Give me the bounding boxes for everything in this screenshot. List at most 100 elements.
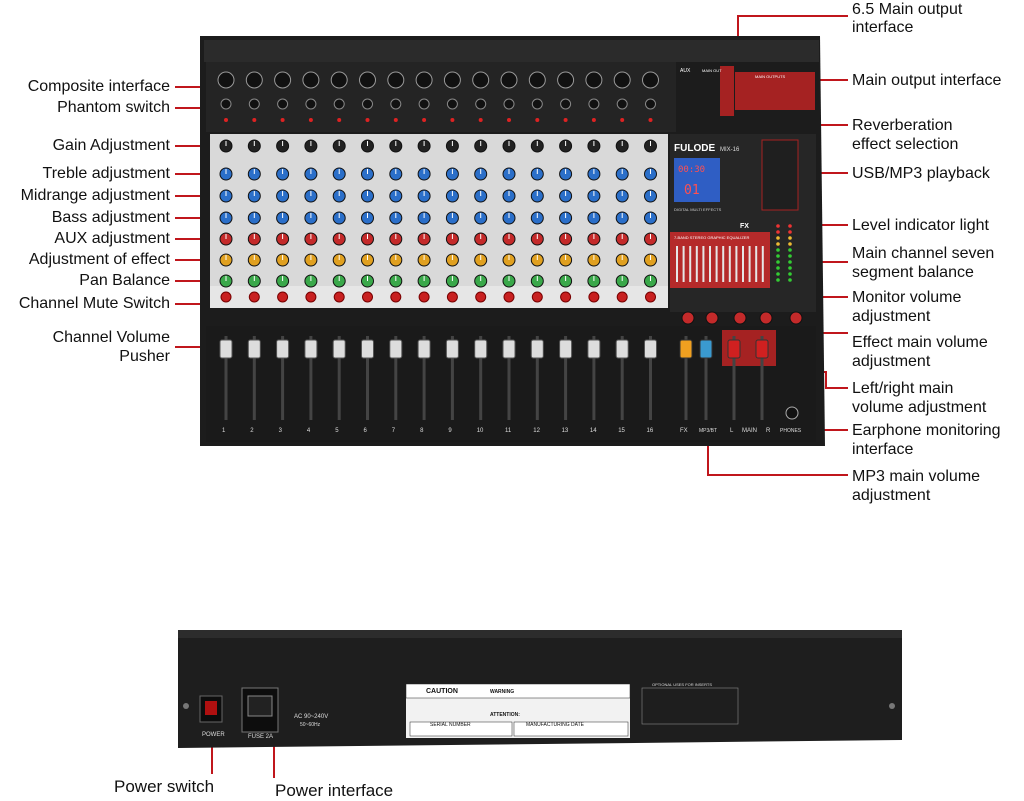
channel-number: 12: [533, 428, 540, 434]
mfg-date-label: MANUFACTURING DATE: [526, 722, 585, 728]
main-outputs-label: MAIN OUTPUTS: [755, 74, 786, 79]
label-composite-interface: Composite interface: [27, 78, 170, 95]
label-pan-balance: Pan Balance: [79, 272, 170, 289]
mute-button: [616, 291, 628, 303]
combo-jack: [415, 71, 433, 89]
channel-number: 14: [590, 428, 597, 434]
master-fader: [755, 339, 769, 359]
channel-number: 13: [562, 428, 569, 434]
level-led: [776, 230, 780, 234]
channel-fader: [219, 339, 233, 359]
channel-number: 10: [477, 428, 484, 434]
level-led: [788, 266, 792, 270]
eq-slider: [695, 246, 698, 282]
fader-r-label: R: [766, 428, 771, 434]
mute-button: [503, 291, 515, 303]
channel-fader: [559, 339, 573, 359]
mute-button: [305, 291, 317, 303]
label-reverb-2: effect selection: [852, 136, 959, 153]
channel-number: 8: [420, 428, 424, 434]
channel-number: 6: [364, 428, 368, 434]
rear-fuse-label: FUSE 2A: [248, 734, 273, 740]
model-label: MIX-16: [720, 147, 740, 153]
channel-number: 7: [392, 428, 396, 434]
channel-fader: [502, 339, 516, 359]
label-aux-adjustment: AUX adjustment: [54, 230, 170, 247]
brand-label: FULODE: [674, 143, 715, 154]
fader-mp3-label: MP3/BT: [699, 428, 717, 434]
warning-label: WARNING: [490, 689, 514, 695]
label-lr-main-2: volume adjustment: [852, 399, 987, 416]
label-reverb-1: Reverberation: [852, 117, 953, 134]
mute-button: [531, 291, 543, 303]
combo-jack: [557, 71, 575, 89]
channel-number: 4: [307, 428, 311, 434]
channel-number: 16: [647, 428, 654, 434]
attention-label: ATTENTION:: [490, 712, 520, 718]
label-power-switch: Power switch: [114, 777, 215, 796]
combo-jack: [245, 71, 263, 89]
mute-button: [333, 291, 345, 303]
rear-ac-line2: 50~60Hz: [300, 722, 321, 728]
serial-label: SERIAL NUMBER: [430, 722, 471, 728]
label-effect-adjustment: Adjustment of effect: [28, 251, 170, 268]
channel-number: 11: [505, 428, 512, 434]
fx-label: FX: [740, 223, 749, 230]
mute-button: [475, 291, 487, 303]
level-led: [776, 272, 780, 276]
channel-number: 5: [335, 428, 339, 434]
label-usb-playback: USB/MP3 playback: [852, 165, 990, 182]
combo-jack: [217, 71, 235, 89]
channel-number: 15: [618, 428, 625, 434]
fader-l-label: L: [730, 428, 734, 434]
combo-jack: [359, 71, 376, 89]
combo-jack: [585, 71, 603, 89]
combo-jack: [302, 71, 320, 89]
label-bass-adjustment: Bass adjustment: [51, 209, 170, 226]
eq-slider: [728, 246, 731, 282]
level-led: [776, 278, 780, 282]
rear-ac-line1: AC 90~240V: [294, 714, 328, 720]
label-channel-volume-1: Channel Volume: [52, 329, 170, 346]
eq-slider: [715, 246, 718, 282]
master-knob: [705, 311, 719, 325]
eq-slider: [735, 246, 738, 282]
level-led: [788, 260, 792, 264]
level-led: [788, 278, 792, 282]
master-knob: [733, 311, 747, 325]
channel-fader: [389, 339, 403, 359]
master-fader: [679, 339, 693, 359]
eq-slider: [748, 246, 751, 282]
digital-effects-label: DIGITAL MULTI EFFECTS: [674, 207, 722, 212]
label-mp3-main-1: MP3 main volume: [852, 468, 981, 485]
channel-fader: [276, 339, 290, 359]
mute-button: [362, 291, 373, 303]
level-led: [788, 224, 792, 228]
mute-button: [220, 291, 232, 303]
label-main-output: Main output interface: [852, 72, 1002, 89]
label-effect-main-2: adjustment: [852, 353, 931, 370]
channel-fader: [644, 339, 657, 359]
eq-slider: [702, 246, 705, 282]
mute-button: [560, 291, 572, 303]
inserts-label: OPTIONAL USES FOR INSERTS: [652, 682, 712, 687]
label-main-out65-1: 6.5 Main output: [852, 1, 963, 18]
label-monitor-volume-2: adjustment: [852, 308, 931, 325]
mute-button: [248, 291, 260, 303]
level-led: [788, 248, 792, 252]
level-led: [788, 230, 792, 234]
label-phantom-switch: Phantom switch: [57, 99, 170, 116]
label-earphone-2: interface: [852, 441, 914, 458]
combo-jack: [443, 71, 461, 89]
eq-slider: [709, 246, 711, 282]
eq-slider: [755, 246, 758, 282]
mute-button: [645, 291, 656, 303]
level-led: [776, 236, 780, 240]
channel-number: 9: [448, 428, 452, 434]
level-led: [776, 266, 780, 270]
label-monitor-volume-1: Monitor volume: [852, 289, 962, 306]
channel-number: 3: [279, 428, 283, 434]
combo-jack: [330, 71, 348, 89]
label-power-interface: Power interface: [275, 781, 394, 800]
channel-fader: [361, 339, 374, 359]
